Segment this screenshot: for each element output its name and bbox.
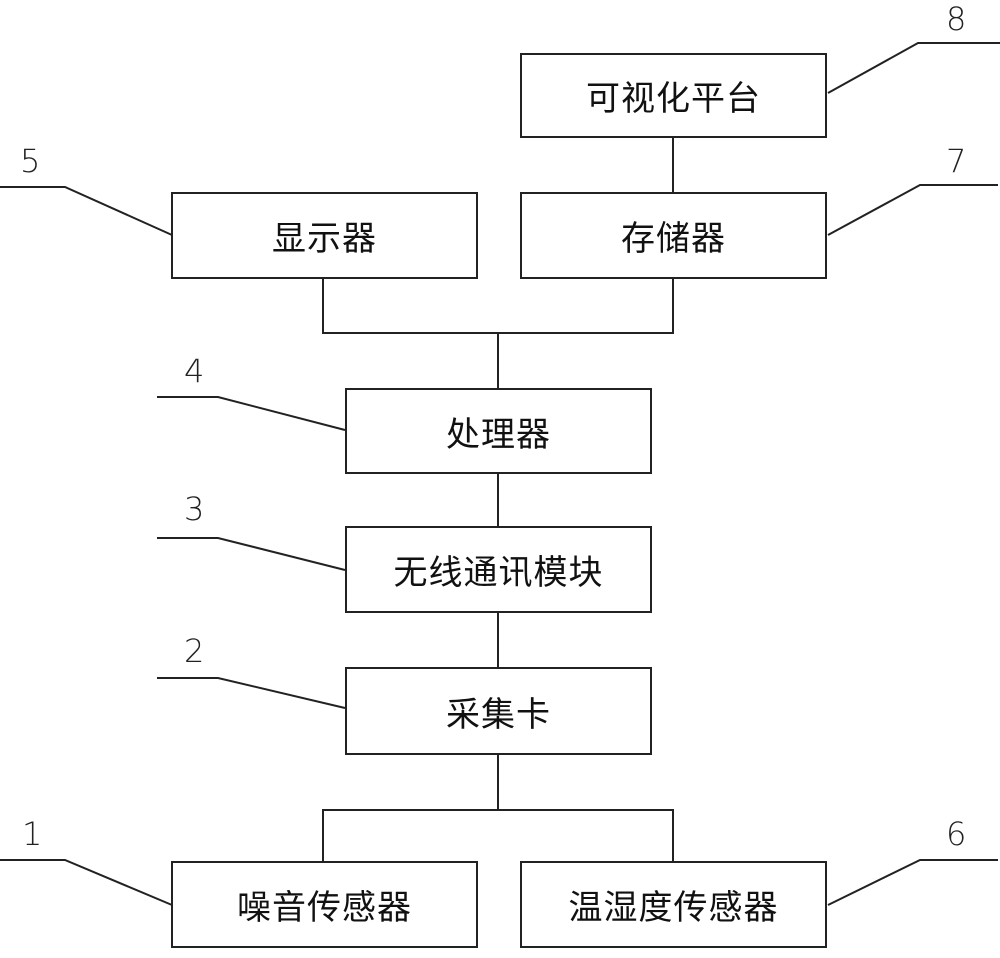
processor-label: 处理器 — [446, 414, 551, 455]
ref-number-2: 2 — [184, 632, 205, 670]
ref-number-1: 1 — [22, 815, 43, 853]
ref-number-7: 7 — [946, 142, 967, 180]
leader-7 — [827, 184, 998, 236]
temp-humidity-sensor-label: 温湿度传感器 — [568, 888, 779, 928]
ref-number-5: 5 — [20, 142, 41, 180]
ref-number-4: 4 — [184, 352, 205, 390]
noise-sensor-block: 噪音传感器 — [171, 861, 478, 948]
acquisition-card-label: 采集卡 — [446, 694, 551, 735]
processor-block: 处理器 — [345, 388, 652, 474]
connector-display-storage-bus — [322, 278, 674, 334]
leader-6 — [827, 859, 998, 906]
storage-label: 存储器 — [621, 219, 726, 259]
display-label: 显示器 — [272, 219, 377, 259]
leader-5 — [0, 186, 173, 236]
storage-block: 存储器 — [520, 192, 827, 279]
connector-sensors-bus — [322, 809, 674, 862]
leader-8 — [827, 42, 1000, 94]
temp-humidity-sensor-block: 温湿度传感器 — [520, 861, 827, 948]
noise-sensor-label: 噪音传感器 — [237, 888, 412, 928]
acquisition-card-block: 采集卡 — [345, 667, 652, 755]
ref-number-6: 6 — [946, 815, 967, 853]
display-block: 显示器 — [171, 192, 478, 279]
ref-number-8: 8 — [946, 0, 967, 38]
visual-platform-label: 可视化平台 — [586, 79, 761, 119]
leader-2 — [157, 677, 346, 709]
leader-3 — [157, 537, 346, 571]
visual-platform-block: 可视化平台 — [520, 53, 827, 138]
ref-number-3: 3 — [184, 490, 205, 528]
wireless-module-label: 无线通讯模块 — [393, 553, 604, 593]
leader-1 — [0, 859, 173, 906]
wireless-module-block: 无线通讯模块 — [345, 526, 652, 613]
leader-4 — [157, 396, 346, 431]
